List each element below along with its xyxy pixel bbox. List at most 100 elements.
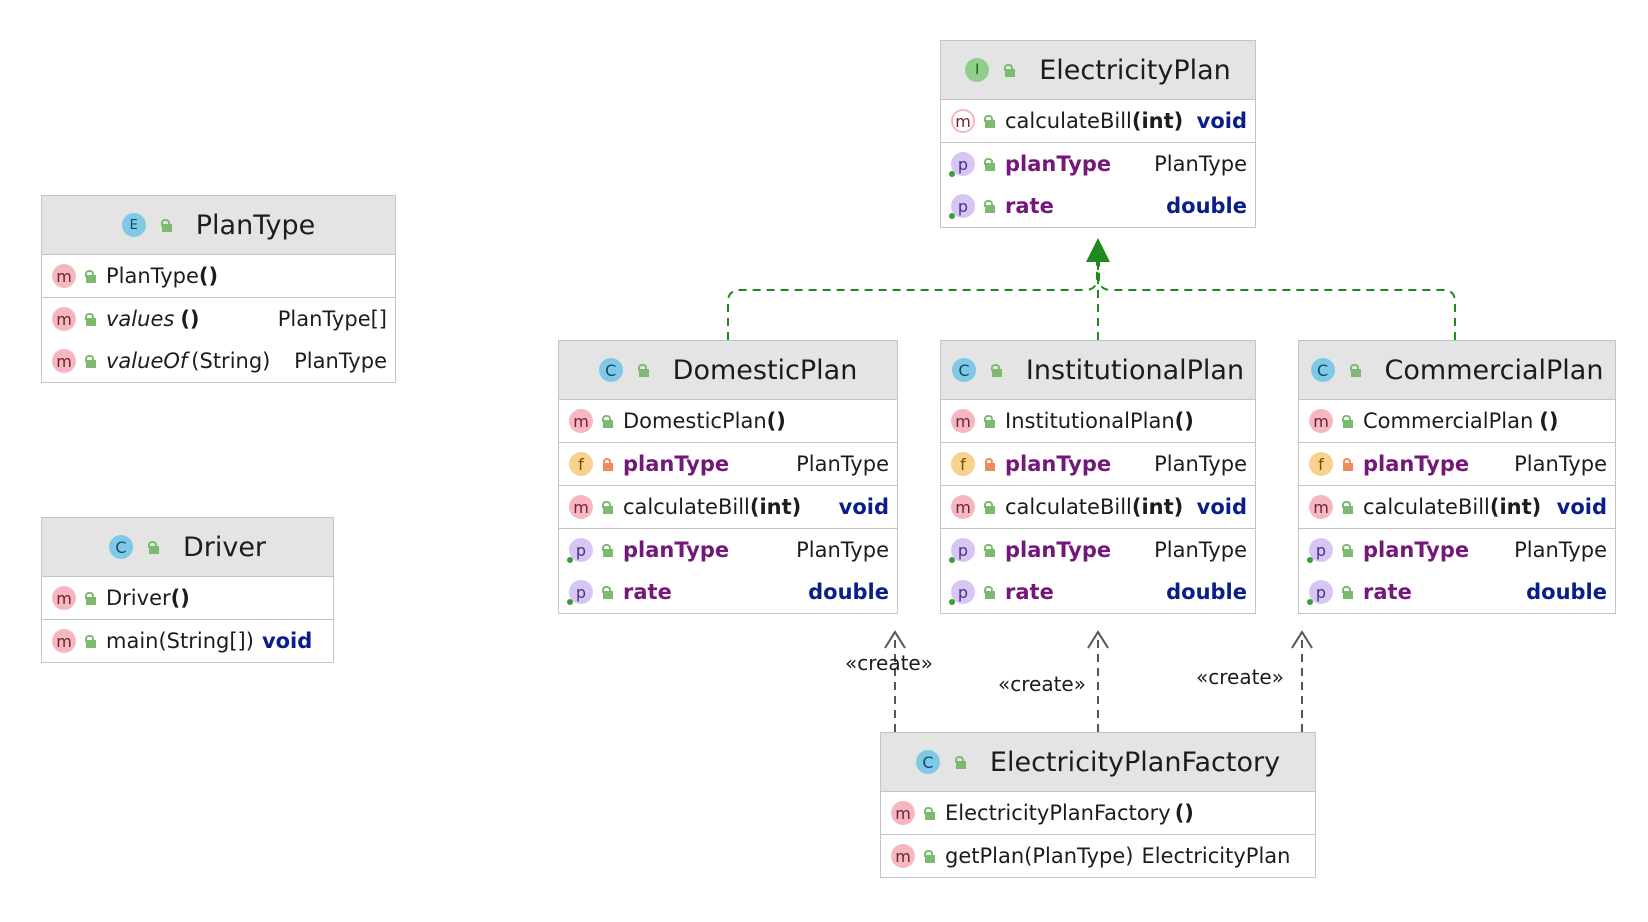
methods-section: m calculateBill (int) void: [559, 486, 897, 529]
class-icon: C: [598, 358, 623, 382]
properties-section: p planType PlanType p rate double: [941, 529, 1255, 613]
member-row[interactable]: m calculateBill (int) void: [941, 486, 1255, 528]
member-row[interactable]: m InstitutionalPlan (): [941, 400, 1255, 442]
member-params: (): [170, 586, 190, 610]
member-name: valueOf: [106, 349, 188, 373]
member-name: ElectricityPlanFactory: [945, 801, 1171, 825]
class-electricityplan[interactable]: I ElectricityPlan m calculateBill (int) …: [940, 40, 1256, 228]
class-electricityplanfactory[interactable]: C ElectricityPlanFactory m ElectricityPl…: [880, 732, 1316, 878]
public-visibility-icon: [983, 157, 995, 171]
member-row[interactable]: m main (String[]) void: [42, 620, 333, 662]
method-icon: m: [1309, 495, 1333, 519]
public-visibility-icon: [601, 585, 613, 599]
member-row[interactable]: p planType PlanType: [941, 143, 1255, 185]
member-row[interactable]: m calculateBill (int) void: [1299, 486, 1615, 528]
method-icon: m: [569, 495, 593, 519]
class-title: DomesticPlan: [672, 354, 858, 386]
field-icon: f: [1309, 452, 1333, 476]
property-icon: p: [567, 538, 593, 563]
member-row[interactable]: m CommercialPlan (): [1299, 400, 1615, 442]
dependency-institutional-head: [1087, 630, 1109, 649]
member-params: (PlanType): [1024, 844, 1134, 868]
constructors-section: m InstitutionalPlan (): [941, 400, 1255, 443]
realization-commercial: [1098, 262, 1456, 340]
class-title: Driver: [182, 531, 267, 563]
method-icon: m: [569, 409, 593, 433]
member-row[interactable]: m DomesticPlan (): [559, 400, 897, 442]
public-visibility-icon: [923, 806, 935, 820]
member-row[interactable]: m ElectricityPlanFactory (): [881, 792, 1315, 834]
member-row[interactable]: m getPlan (PlanType) ElectricityPlan: [881, 835, 1315, 877]
property-icon: p: [949, 152, 975, 177]
field-icon: f: [951, 452, 975, 476]
member-type: double: [1166, 580, 1247, 604]
public-visibility-icon: [983, 114, 995, 128]
member-row[interactable]: p planType PlanType: [941, 529, 1255, 571]
member-row[interactable]: p rate double: [1299, 571, 1615, 613]
member-name: planType: [1363, 538, 1470, 562]
class-plantype[interactable]: E PlanType m PlanType () m values () Pla…: [41, 195, 396, 383]
member-name: planType: [1005, 152, 1112, 176]
member-row[interactable]: m valueOf (String) PlanType: [42, 340, 395, 382]
class-header: C ElectricityPlanFactory: [881, 733, 1315, 792]
member-row[interactable]: m values () PlanType[]: [42, 298, 395, 340]
class-driver[interactable]: C Driver m Driver () m main (String[]) v…: [41, 517, 334, 663]
member-type: double: [808, 580, 889, 604]
member-type: void: [1196, 495, 1247, 519]
member-params: (int): [749, 495, 802, 519]
member-type: PlanType: [796, 538, 889, 562]
member-name: planType: [1005, 452, 1112, 476]
member-name: planType: [1363, 452, 1470, 476]
private-visibility-icon: [983, 457, 995, 471]
member-row[interactable]: m calculateBill (int) void: [941, 100, 1255, 142]
fields-section: f planType PlanType: [941, 443, 1255, 486]
member-row[interactable]: p rate double: [941, 571, 1255, 613]
static-method-icon: m: [52, 629, 76, 653]
member-row[interactable]: m calculateBill (int) void: [559, 486, 897, 528]
public-visibility-icon: [983, 500, 995, 514]
member-type: PlanType: [294, 349, 387, 373]
constructors-section: m Driver (): [42, 577, 333, 620]
member-row[interactable]: f planType PlanType: [941, 443, 1255, 485]
fields-section: f planType PlanType: [559, 443, 897, 486]
public-visibility-icon: [84, 269, 96, 283]
class-commercialplan[interactable]: C CommercialPlan m CommercialPlan () f p…: [1298, 340, 1616, 614]
member-params: (): [198, 264, 219, 288]
member-row[interactable]: f planType PlanType: [1299, 443, 1615, 485]
class-title: CommercialPlan: [1384, 354, 1604, 386]
enum-icon: E: [121, 213, 146, 237]
member-row[interactable]: p rate double: [941, 185, 1255, 227]
dependency-commercial-head: [1291, 630, 1313, 649]
member-type: double: [1526, 580, 1607, 604]
create-label-commercial: «create»: [1196, 665, 1284, 689]
member-type: ElectricityPlan: [1141, 844, 1291, 868]
member-row[interactable]: p rate double: [559, 571, 897, 613]
class-title: PlanType: [195, 209, 316, 241]
class-runnable-icon: C: [108, 535, 133, 559]
public-visibility-icon: [1003, 63, 1016, 77]
member-row[interactable]: f planType PlanType: [559, 443, 897, 485]
member-params: (String): [191, 349, 271, 373]
member-row[interactable]: p planType PlanType: [559, 529, 897, 571]
methods-section: m calculateBill (int) void: [941, 486, 1255, 529]
member-type: double: [1166, 194, 1247, 218]
member-name: rate: [1005, 580, 1054, 604]
class-icon: C: [1310, 358, 1335, 382]
constructors-section: m CommercialPlan (): [1299, 400, 1615, 443]
member-row[interactable]: m Driver (): [42, 577, 333, 619]
public-visibility-icon: [983, 414, 995, 428]
member-row[interactable]: m PlanType (): [42, 255, 395, 297]
class-domesticplan[interactable]: C DomesticPlan m DomesticPlan () f planT…: [558, 340, 898, 614]
property-icon: p: [1307, 538, 1333, 563]
constructors-section: m DomesticPlan (): [559, 400, 897, 443]
member-type: PlanType: [1514, 452, 1607, 476]
class-title: InstitutionalPlan: [1025, 354, 1245, 386]
member-row[interactable]: p planType PlanType: [1299, 529, 1615, 571]
interface-icon: I: [965, 58, 990, 82]
public-visibility-icon: [160, 218, 172, 232]
class-header: C Driver: [42, 518, 333, 577]
method-icon: m: [951, 409, 975, 433]
member-name: Driver: [106, 586, 171, 610]
class-institutionalplan[interactable]: C InstitutionalPlan m InstitutionalPlan …: [940, 340, 1256, 614]
member-name: calculateBill: [1005, 109, 1132, 133]
